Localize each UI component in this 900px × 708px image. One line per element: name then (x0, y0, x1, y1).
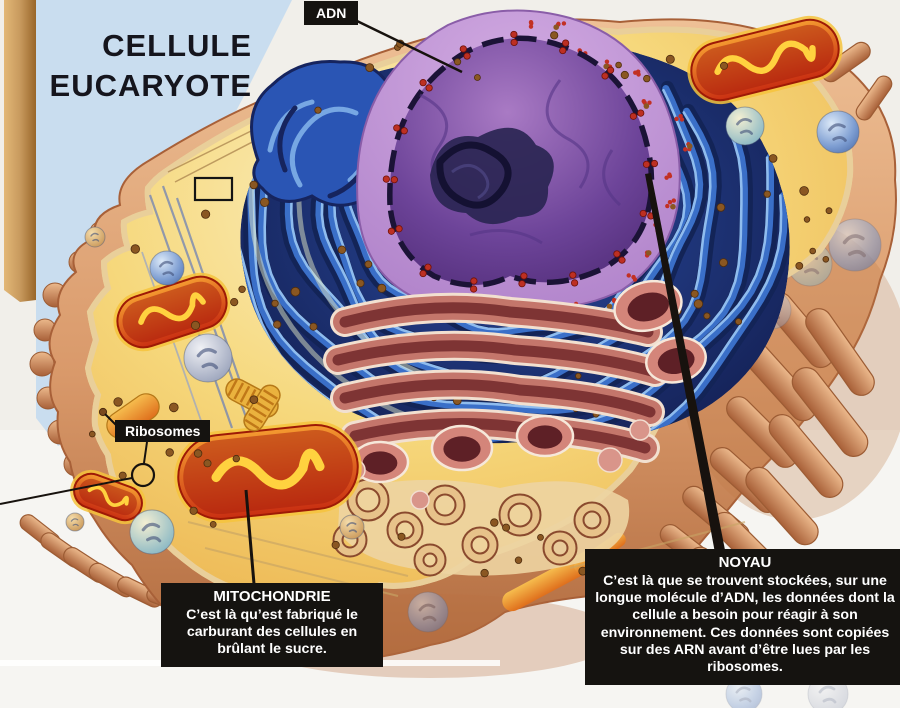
noyau-pointer-line (645, 173, 725, 553)
noyau-callout: NOYAU C’est là que se trouvent stockées,… (586, 550, 900, 684)
page-title-line2: EUCARYOTE (49, 68, 252, 103)
page-edge-strip (4, 0, 36, 302)
noyau-title: NOYAU (718, 554, 772, 571)
golgi-apparatus (323, 279, 707, 577)
ribosomes-pointer-line-2 (143, 441, 148, 464)
page-title: CELLULE EUCARYOTE (30, 26, 252, 106)
ribosomes-label-text: Ribosomes (125, 423, 201, 439)
page-title-line1: CELLULE (102, 28, 252, 63)
nucleus (356, 9, 693, 327)
mitochondrion (113, 272, 231, 352)
adn-label: ADN (305, 2, 358, 25)
annotation-lines (0, 19, 725, 585)
membrane-detail-callout-rect (193, 176, 234, 202)
ribosome-dots-cytoplasm (89, 31, 833, 578)
ribosomes-label: Ribosomes (116, 421, 210, 442)
noyau-body: C’est là que se trouvent stockées, sur u… (595, 572, 895, 676)
mitochondrie-title: MITOCHONDRIE (213, 588, 331, 605)
mitochondrion (174, 420, 362, 524)
centriole (243, 384, 281, 432)
organelles (65, 15, 860, 555)
mitochondrie-body: C’est là qu’est fabriqué le carburant de… (186, 606, 358, 658)
mitochondrion (687, 15, 843, 105)
mitochondrie-callout: MITOCHONDRIE C’est là qu’est fabriqué le… (162, 584, 382, 666)
ribosome-dot-pointed (98, 407, 108, 417)
mitochondrie-pointer-line (244, 489, 256, 585)
adn-label-text: ADN (316, 5, 347, 21)
nuclear-pores (382, 30, 659, 293)
adn-pointer-line (356, 19, 463, 74)
nucleolus (430, 127, 554, 225)
ribosomes-pointer-line-3 (0, 477, 133, 505)
ribosome-highlight-circle (130, 462, 156, 488)
